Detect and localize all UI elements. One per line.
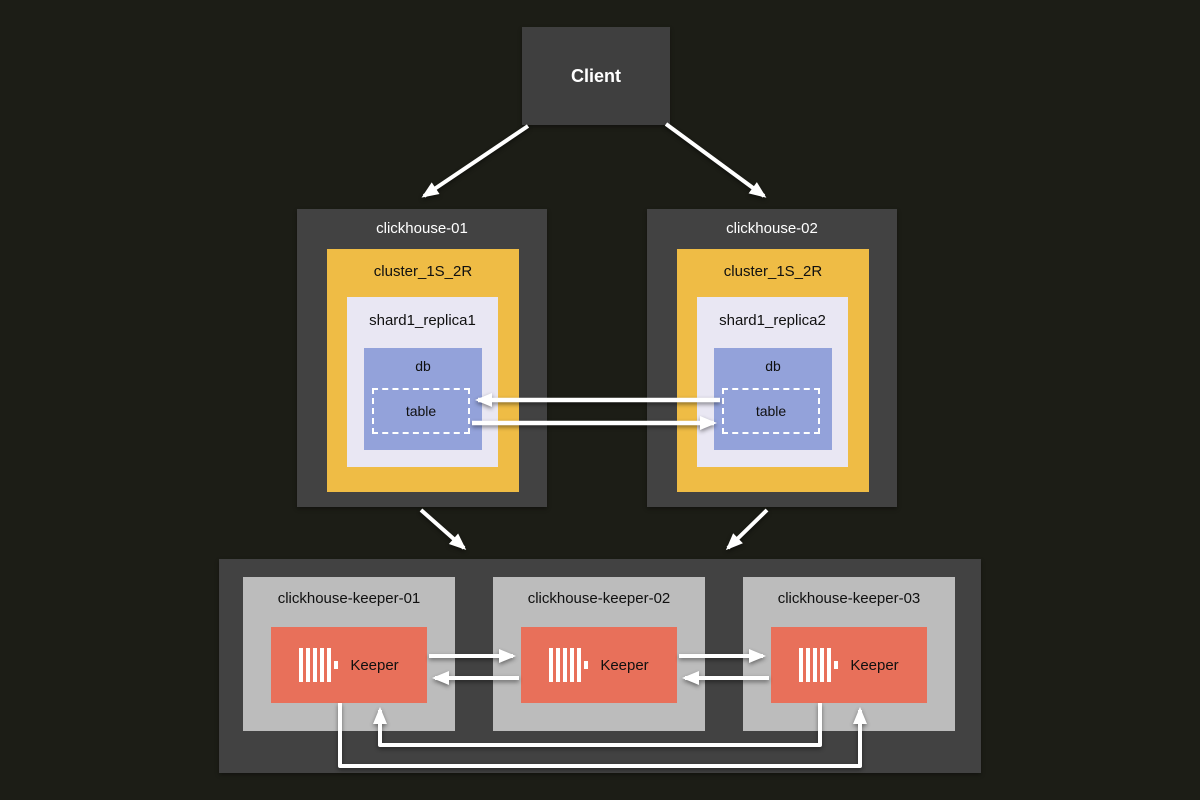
clickhouse-logo-icon: [799, 648, 839, 682]
table-box: table: [722, 388, 820, 434]
clickhouse-logo-icon: [549, 648, 589, 682]
replica-label: shard1_replica2: [719, 312, 826, 329]
cluster-box: cluster_1S_2R shard1_replica1 db table: [327, 249, 519, 492]
db-box: db table: [364, 348, 482, 450]
keeper-node-clickhouse-keeper-01: clickhouse-keeper-01 Keeper: [243, 577, 455, 731]
db-label: db: [765, 358, 781, 374]
replica-box: shard1_replica2 db table: [697, 297, 848, 467]
server-node-clickhouse-01: clickhouse-01 cluster_1S_2R shard1_repli…: [297, 209, 547, 507]
clickhouse-logo-icon: [299, 648, 339, 682]
cluster-box: cluster_1S_2R shard1_replica2 db table: [677, 249, 869, 492]
arrow-clickhouse-01-to-keepers: [419, 508, 467, 550]
keeper-label: Keeper: [600, 656, 649, 674]
db-box: db table: [714, 348, 832, 450]
replica-box: shard1_replica1 db table: [347, 297, 498, 467]
server-host-label: clickhouse-01: [376, 220, 468, 237]
cluster-label: cluster_1S_2R: [373, 263, 473, 280]
server-node-clickhouse-02: clickhouse-02 cluster_1S_2R shard1_repli…: [647, 209, 897, 507]
keeper-host-label: clickhouse-keeper-01: [277, 590, 421, 607]
arrow-client-to-clickhouse-02: [664, 122, 767, 198]
keeper-node-clickhouse-keeper-03: clickhouse-keeper-03 Keeper: [743, 577, 955, 731]
keeper-cluster-box: clickhouse-keeper-01 Keeper clickhouse-k…: [219, 559, 981, 773]
keeper-service-box: Keeper: [771, 627, 927, 703]
keeper-node-clickhouse-keeper-02: clickhouse-keeper-02 Keeper: [493, 577, 705, 731]
keeper-service-box: Keeper: [521, 627, 677, 703]
keeper-label: Keeper: [350, 656, 399, 674]
server-host-label: clickhouse-02: [726, 220, 818, 237]
keeper-host-label: clickhouse-keeper-03: [777, 590, 921, 607]
table-box: table: [372, 388, 470, 434]
replica-label: shard1_replica1: [369, 312, 476, 329]
arrow-client-to-clickhouse-01: [421, 124, 530, 198]
arrow-clickhouse-02-to-keepers: [725, 508, 769, 551]
keeper-host-label: clickhouse-keeper-02: [527, 590, 671, 607]
keeper-service-box: Keeper: [271, 627, 427, 703]
cluster-label: cluster_1S_2R: [723, 263, 823, 280]
client-node: Client: [522, 27, 670, 125]
db-label: db: [415, 358, 431, 374]
client-label: Client: [570, 65, 621, 86]
keeper-label: Keeper: [850, 656, 899, 674]
